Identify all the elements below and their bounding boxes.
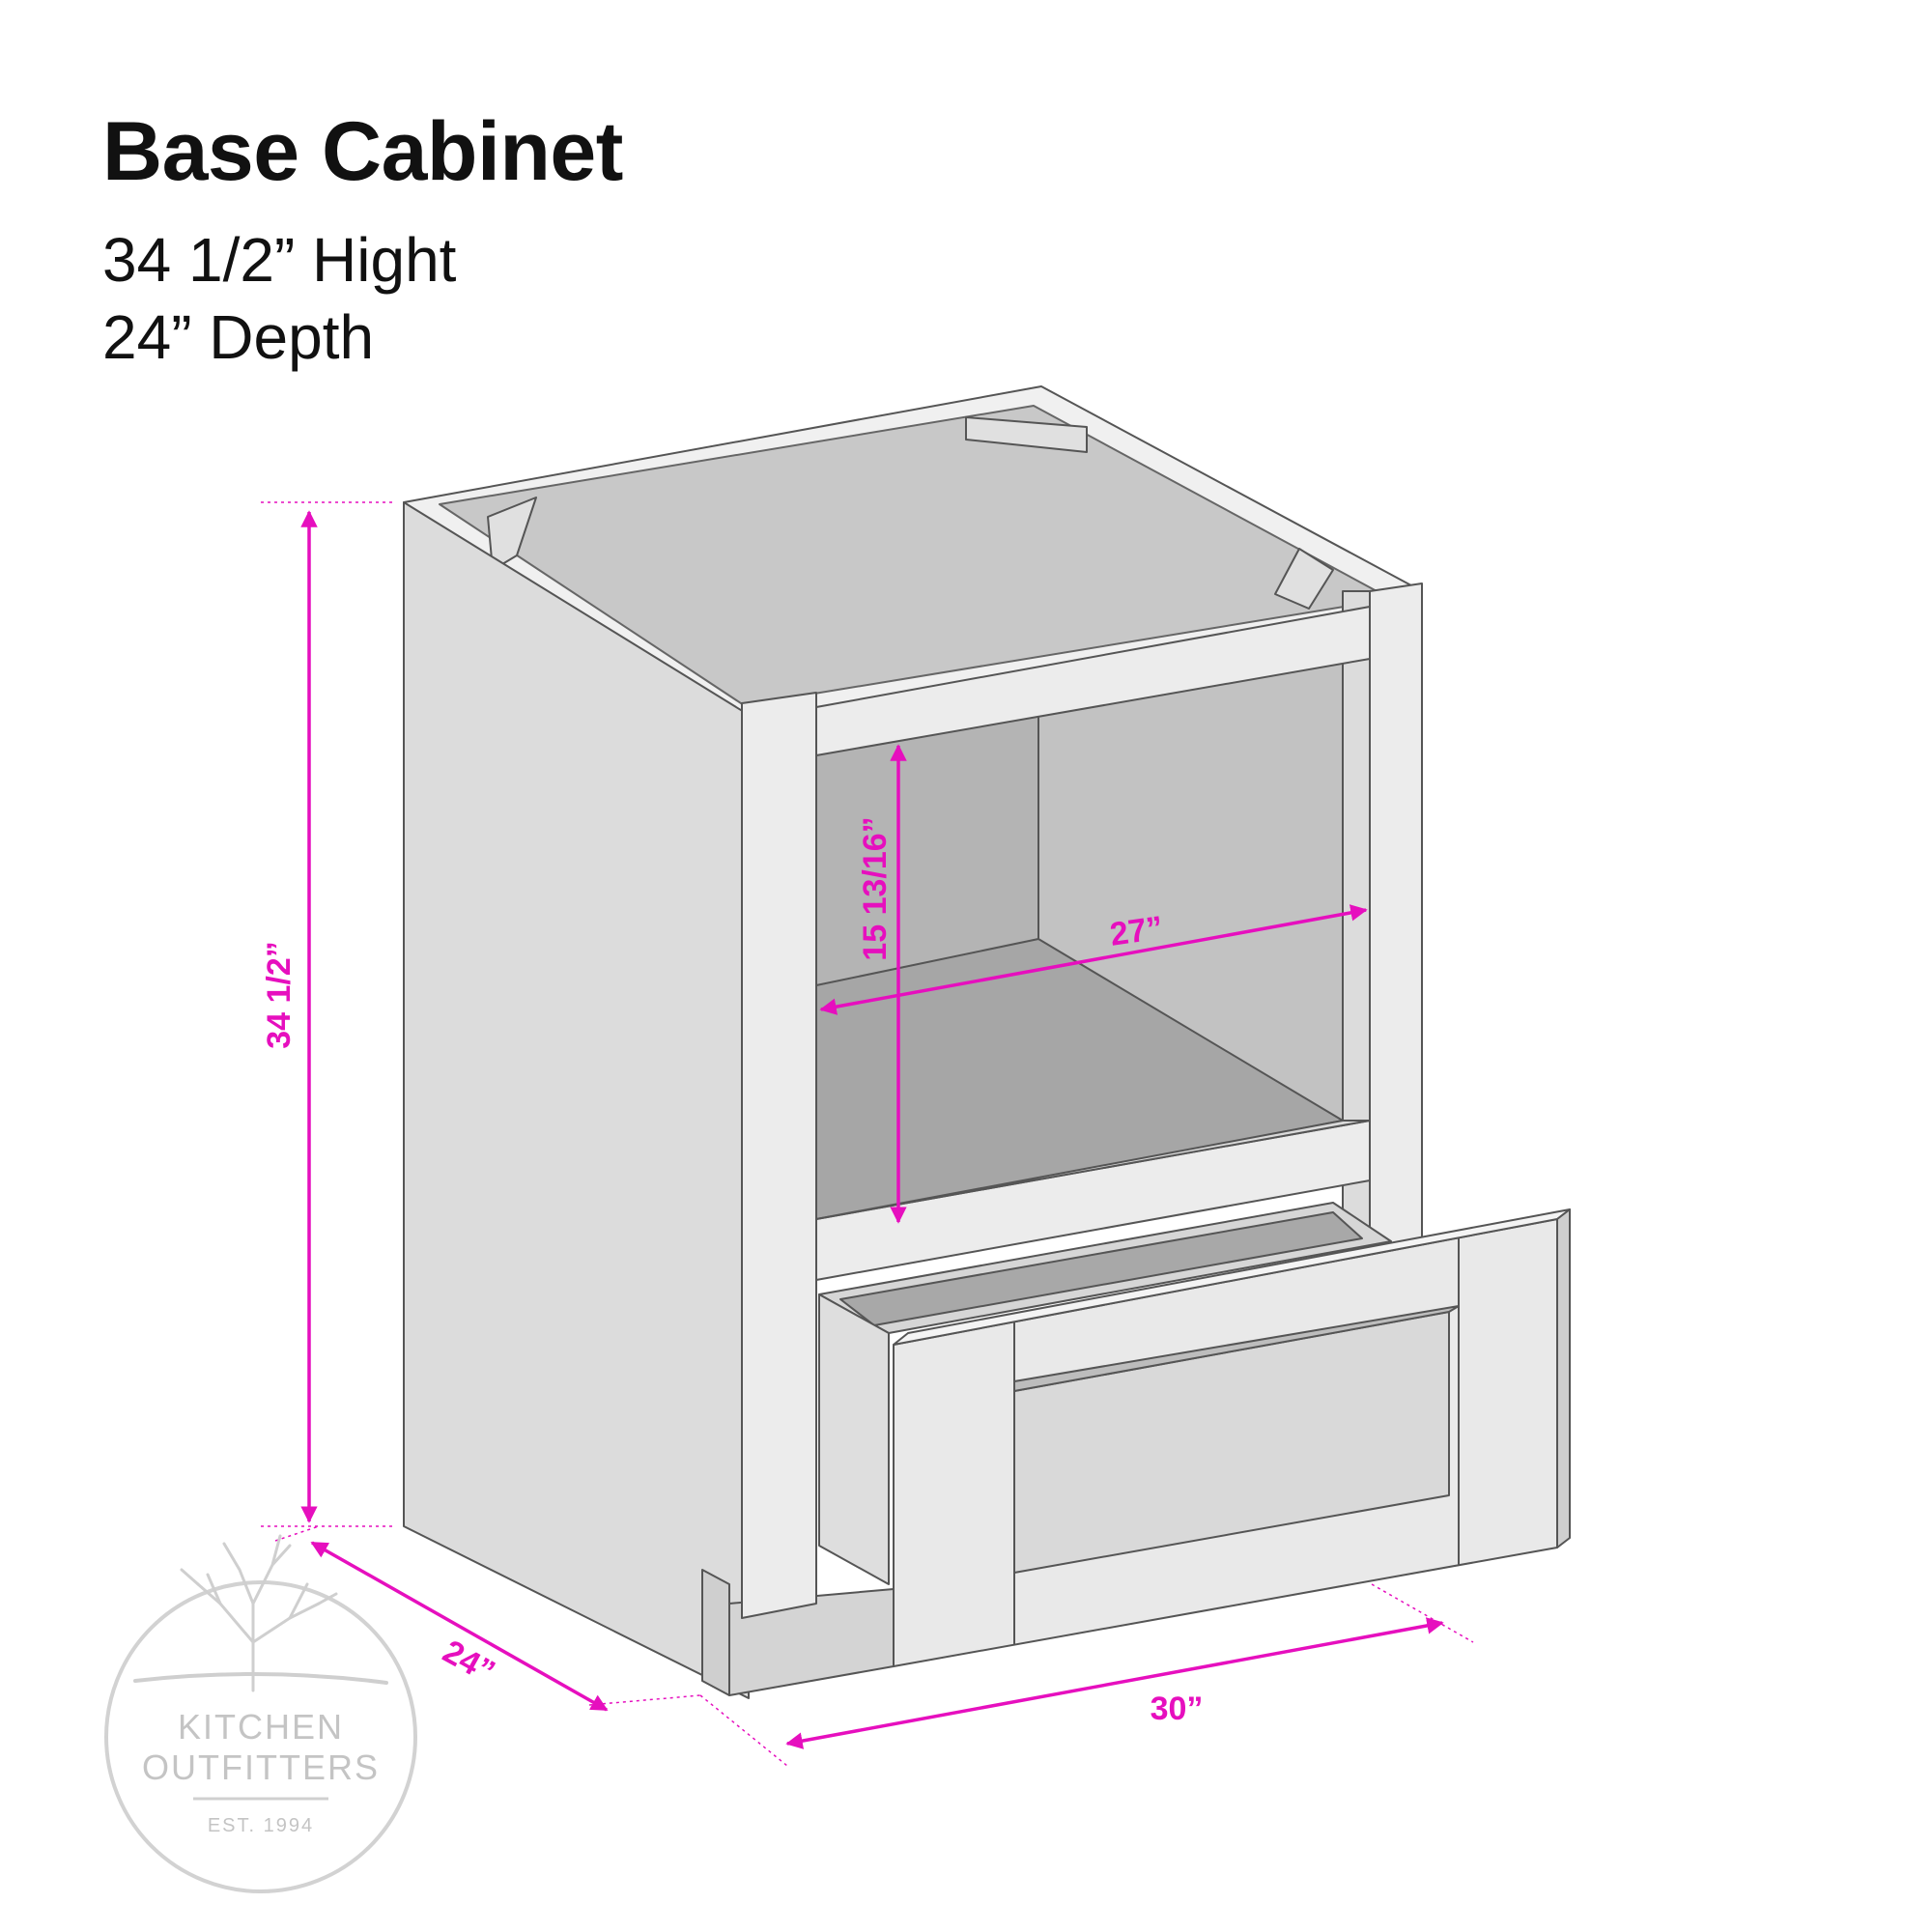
kitchen-outfitters-logo: KITCHEN OUTFITTERS EST. 1994: [104, 1534, 417, 1893]
watermark-line2: OUTFITTERS: [142, 1747, 380, 1787]
watermark-line3: EST. 1994: [208, 1815, 314, 1836]
page-title: Base Cabinet: [102, 105, 623, 198]
drawer-panel-bevel: [1013, 1305, 1460, 1392]
opening-height-label: 15 13/16”: [857, 816, 894, 960]
depth-arrow: [310, 1541, 609, 1712]
left-stile: [741, 692, 817, 1619]
corner-brace: [487, 497, 537, 571]
middle-rail-top: [815, 1120, 1371, 1220]
drawer-box-inside: [839, 1211, 1363, 1326]
width-arrow: [785, 1617, 1444, 1749]
left-side-panel: [403, 501, 750, 1699]
watermark-line1: KITCHEN: [178, 1707, 344, 1747]
depth-spec: 24” Depth: [102, 302, 375, 372]
depth-label: 24”: [437, 1633, 500, 1690]
opening-width-arrow: [819, 904, 1368, 1015]
drawer-front-edge: [1556, 1208, 1571, 1548]
width-label: 30”: [1151, 1690, 1204, 1727]
drawer-box-left: [818, 1293, 890, 1585]
tree-icon: [133, 1534, 388, 1692]
right-stile: [1369, 582, 1423, 1249]
opening-width-label: 27”: [1108, 909, 1166, 952]
top-rail: [815, 606, 1371, 756]
toe-kick: [701, 1569, 730, 1696]
corner-brace: [965, 416, 1088, 453]
height-spec: 34 1/2” Hight: [102, 225, 457, 295]
overall-height-label: 34 1/2”: [261, 941, 298, 1049]
corner-brace: [1274, 548, 1334, 610]
